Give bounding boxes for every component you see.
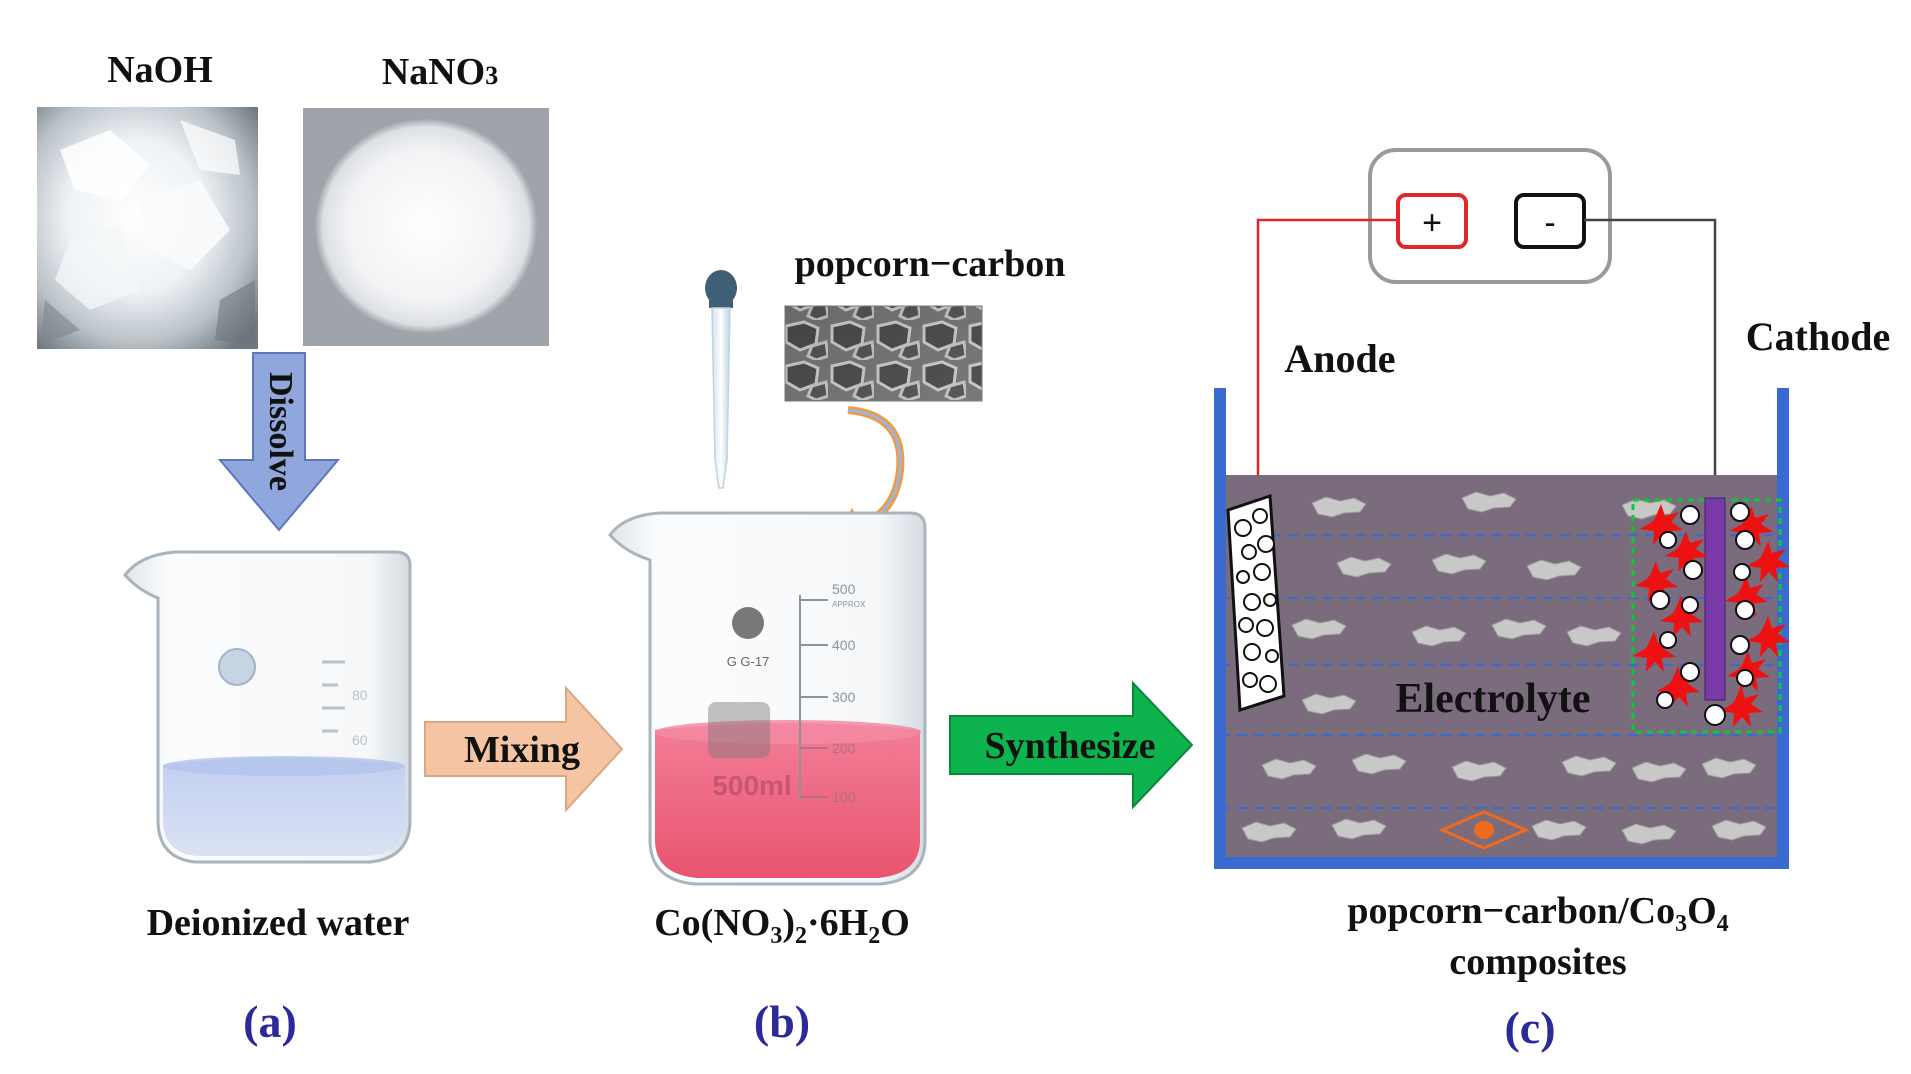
nano3-label-main: NaNO bbox=[382, 51, 485, 93]
cathode-wire bbox=[1584, 218, 1717, 500]
beaker-mark-300: 300 bbox=[832, 689, 856, 705]
cathode-assembly bbox=[1631, 497, 1790, 734]
plus-sign: + bbox=[1422, 204, 1442, 242]
beaker-label-plate bbox=[708, 702, 770, 758]
beaker-cobalt: G G-17 500ml 500 APPROX 400 300 200 100 bbox=[608, 511, 927, 886]
formula-part-3: ·6H bbox=[807, 902, 868, 944]
beaker-mark-200: 200 bbox=[832, 740, 856, 756]
minus-sign: - bbox=[1544, 204, 1555, 242]
panel-b-letter: (b) bbox=[754, 996, 810, 1047]
naoh-photo bbox=[37, 107, 258, 349]
panel-a-letter: (a) bbox=[243, 996, 297, 1047]
water-solution bbox=[163, 757, 405, 856]
cobalt-nitrate-formula: Co(NO3)2·6H2O bbox=[654, 902, 910, 949]
beaker-logo-icon bbox=[218, 648, 256, 686]
formula-sub-2: 2 bbox=[795, 923, 807, 949]
power-supply: + - bbox=[1368, 148, 1612, 284]
product-label-line1: popcorn−carbon/Co3O4 bbox=[1347, 890, 1728, 937]
formula-part-1: Co(NO bbox=[654, 902, 770, 944]
nano3-label: NaNO3 bbox=[382, 51, 498, 93]
popcorn-carbon-label: popcorn−carbon bbox=[795, 243, 1066, 285]
synthesize-arrow: Synthesize bbox=[949, 680, 1194, 810]
beaker-logo-icon-b bbox=[732, 607, 764, 639]
deionized-water-label: Deionized water bbox=[147, 902, 410, 944]
nano3-label-sub: 3 bbox=[485, 61, 498, 90]
mixing-arrow: Mixing bbox=[424, 685, 624, 813]
dissolve-label: Dissolve bbox=[262, 372, 299, 491]
cathode-rod bbox=[1704, 497, 1726, 701]
anode-label: Anode bbox=[1284, 336, 1395, 381]
product-sub-1: 3 bbox=[1675, 911, 1687, 937]
anode-bubbles bbox=[1234, 508, 1279, 693]
formula-part-4: O bbox=[880, 902, 910, 944]
synthesize-label: Synthesize bbox=[985, 725, 1156, 767]
sem-image bbox=[784, 305, 983, 402]
anode-plate bbox=[1226, 493, 1286, 713]
beaker-mark-400: 400 bbox=[832, 637, 856, 653]
product-main: popcorn−carbon/Co bbox=[1347, 890, 1675, 932]
product-label-line2: composites bbox=[1449, 941, 1626, 983]
beaker-mark-100: 100 bbox=[832, 789, 856, 805]
beaker-mark-80: 80 bbox=[352, 687, 368, 703]
pink-solution bbox=[655, 723, 920, 878]
naoh-label: NaOH bbox=[107, 49, 213, 91]
mixing-label: Mixing bbox=[464, 729, 580, 771]
dissolve-arrow: Dissolve bbox=[217, 352, 341, 532]
panel-a: NaOH NaNO3 Dissolve bbox=[37, 49, 549, 1047]
formula-part-2: ) bbox=[782, 902, 795, 944]
beaker-approx: APPROX bbox=[832, 600, 866, 609]
cathode-label: Cathode bbox=[1746, 314, 1890, 359]
beaker-volume-label: 500ml bbox=[712, 770, 791, 801]
electrolyte-label: Electrolyte bbox=[1395, 676, 1590, 722]
beaker-code-b: G G-17 bbox=[727, 654, 770, 669]
beaker-mark-60: 60 bbox=[352, 732, 368, 748]
beaker-water: 80 60 bbox=[123, 550, 412, 864]
product-sub-2: 4 bbox=[1717, 911, 1729, 937]
panel-b: popcorn−carbon G G-17 50 bbox=[608, 243, 1066, 1047]
panel-c-letter: (c) bbox=[1504, 1002, 1555, 1053]
formula-sub-3: 2 bbox=[868, 923, 880, 949]
cathode-bubbles bbox=[1650, 502, 1755, 726]
formula-sub-1: 3 bbox=[770, 923, 782, 949]
beaker-mark-500: 500 bbox=[832, 581, 856, 597]
product-mid: O bbox=[1687, 890, 1717, 932]
panel-c: + - Anode Cathode bbox=[1214, 148, 1890, 1053]
carbon-flakes bbox=[1241, 491, 1767, 845]
electrolytic-tank: Electrolyte bbox=[1214, 388, 1790, 869]
stir-bar-icon bbox=[1438, 810, 1530, 850]
nano3-photo bbox=[303, 108, 549, 346]
anode-wire bbox=[1256, 218, 1398, 500]
